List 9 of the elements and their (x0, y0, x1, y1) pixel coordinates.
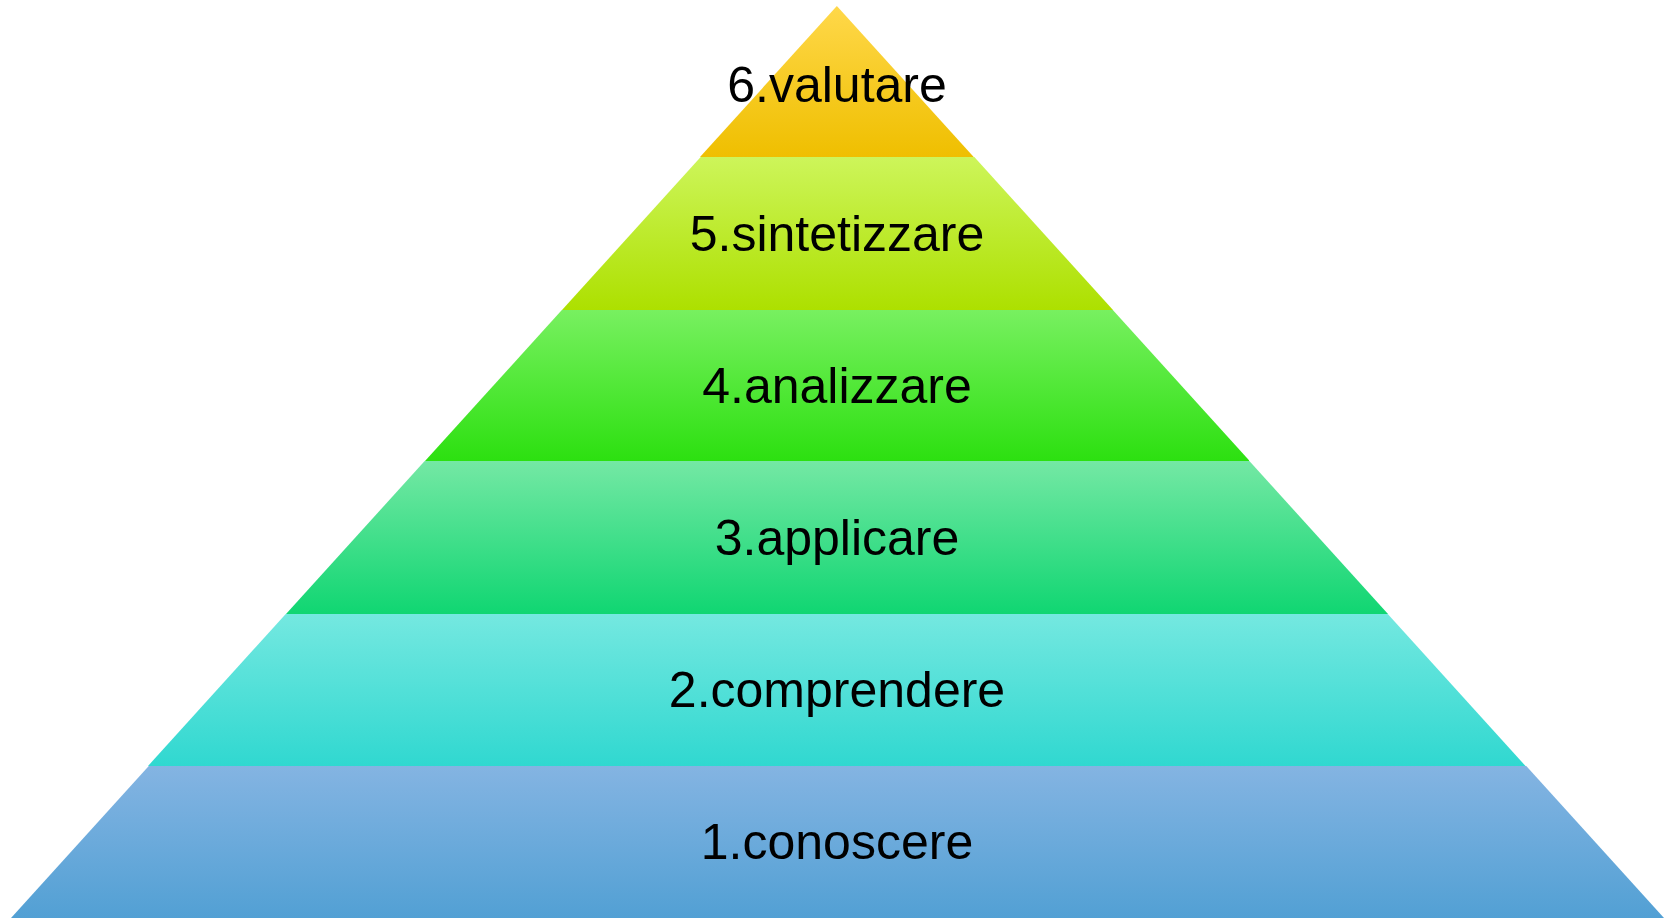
tier-label: 4.analizzare (702, 356, 972, 415)
pyramid-tier (424, 310, 1250, 461)
pyramid-tier (148, 614, 1526, 766)
tier-label: 1.conoscere (700, 813, 974, 871)
tier-label: 5.sintetizzare (689, 204, 985, 263)
pyramid-tier (10, 766, 1664, 918)
pyramid-tier (286, 461, 1388, 614)
tier-label: 3.applicare (714, 508, 960, 567)
tier-label: 2.comprendere (668, 661, 1006, 719)
